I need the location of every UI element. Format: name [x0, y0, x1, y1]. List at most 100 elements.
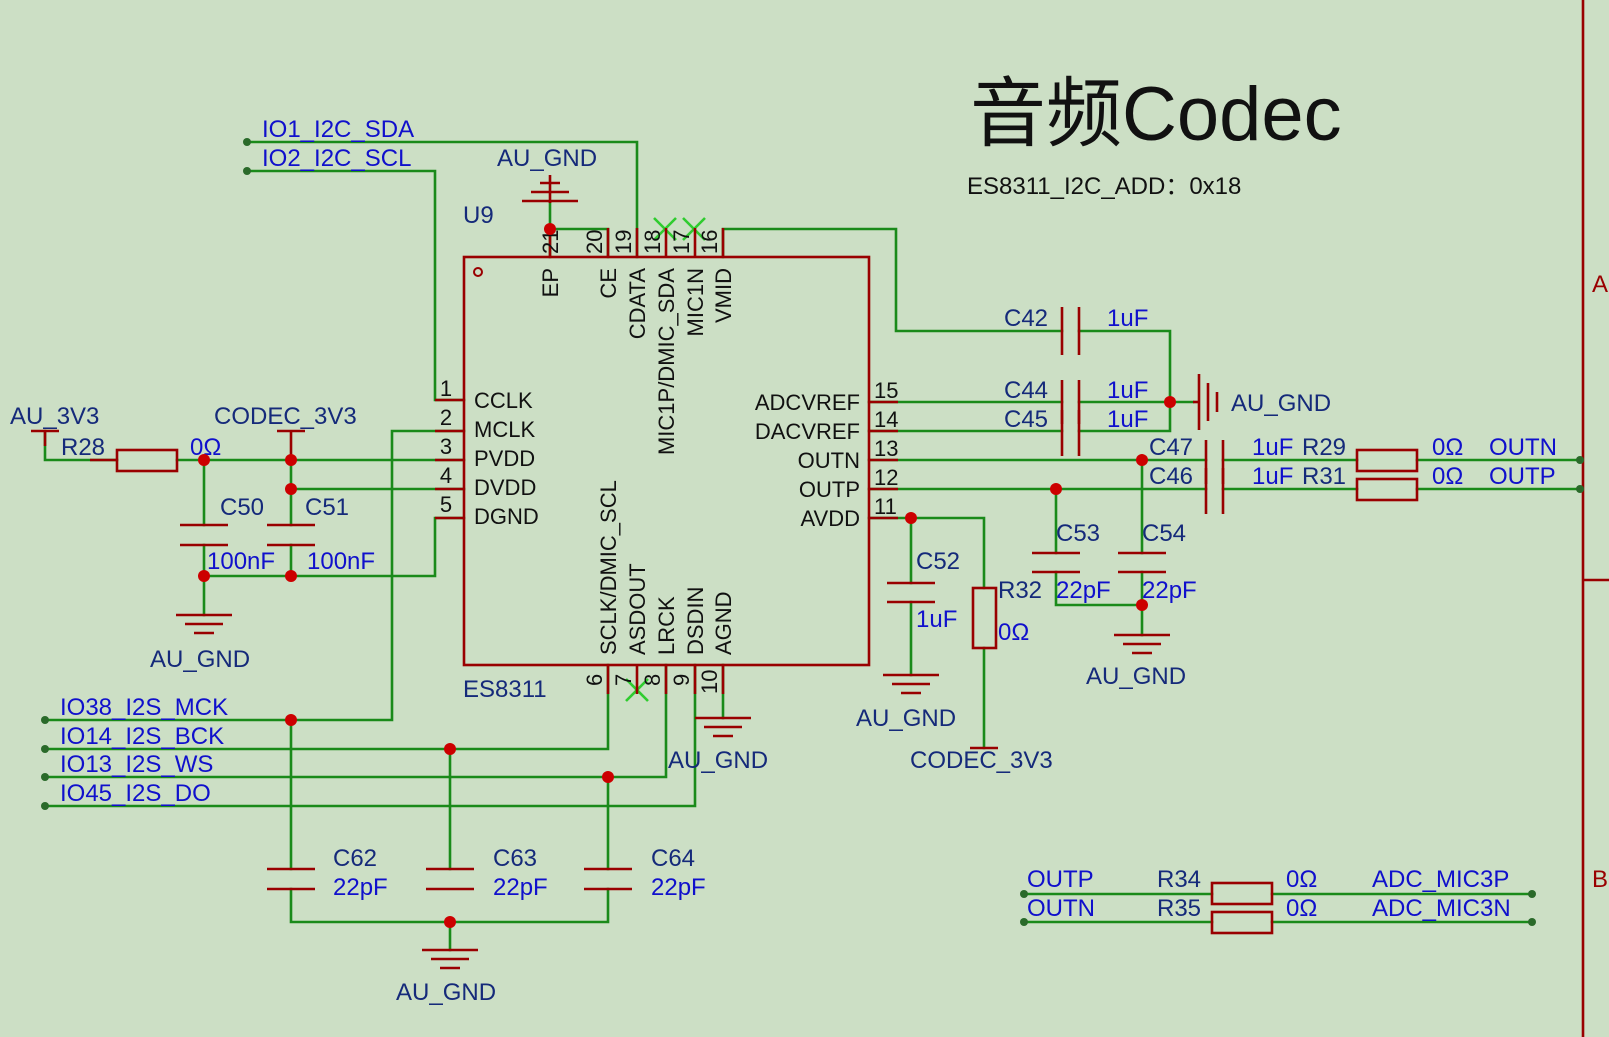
component-ref: C62 — [333, 845, 377, 872]
pin-number: 12 — [874, 465, 898, 490]
ground-label: AU_GND — [396, 979, 496, 1006]
resistor-r34[interactable]: R34 0Ω — [1157, 866, 1317, 906]
capacitor-c64[interactable]: C64 22pF — [584, 845, 706, 901]
power-flag-codec3v3-bottom: CODEC_3V3 — [910, 746, 1053, 774]
schematic-title: 音频Codec — [970, 72, 1342, 157]
net-label-do[interactable]: IO45_I2S_DO — [60, 780, 211, 807]
pin-number: 19 — [611, 230, 636, 254]
pin-number: 15 — [874, 378, 898, 403]
net-label-outp[interactable]: OUTP — [1489, 463, 1556, 490]
ground-symbol-bottom: AU_GND — [396, 948, 496, 1006]
net-labels: IO1_I2C_SDA IO2_I2C_SCL IO38_I2S_MCK IO1… — [60, 116, 1557, 922]
net-label-mck[interactable]: IO38_I2S_MCK — [60, 694, 228, 721]
ground-symbol-c53-c54: AU_GND — [1086, 633, 1186, 690]
resistor-r32[interactable]: R32 0Ω — [971, 577, 1042, 650]
pin-number: 10 — [697, 670, 722, 694]
zone-label-b: B — [1592, 866, 1608, 893]
net-label-outp-in[interactable]: OUTP — [1027, 866, 1094, 893]
pin-number: 20 — [582, 230, 607, 254]
pin-name: DVDD — [474, 475, 536, 500]
capacitor-c62[interactable]: C62 22pF — [267, 845, 388, 901]
capacitor-c52[interactable]: C52 1uF — [887, 548, 960, 633]
component-value: 22pF — [1056, 577, 1111, 604]
capacitor-c45[interactable]: C45 1uF — [1004, 406, 1148, 456]
pin-name: CCLK — [474, 388, 533, 413]
pin-name: DSDIN — [683, 587, 708, 655]
net-label-outn[interactable]: OUTN — [1489, 434, 1557, 461]
resistor-r35[interactable]: R35 0Ω — [1157, 895, 1317, 935]
component-ref: C46 — [1149, 463, 1193, 490]
component-value: 1uF — [1107, 406, 1148, 433]
component-ref: C47 — [1149, 434, 1193, 461]
component-ref: C50 — [220, 494, 264, 521]
wires — [43, 140, 1582, 952]
pin-name: OUTN — [798, 448, 860, 473]
capacitor-c51[interactable]: C51 100nF — [267, 494, 375, 575]
capacitor-c50[interactable]: C50 100nF — [180, 494, 275, 575]
zone-label-a: A — [1592, 271, 1608, 298]
pin-name: DGND — [474, 504, 539, 529]
pin-name: LRCK — [654, 596, 679, 655]
net-endpoints — [41, 138, 1584, 926]
ground-symbol-vref: AU_GND — [1193, 374, 1331, 430]
net-label-bck[interactable]: IO14_I2S_BCK — [60, 723, 224, 750]
pin-name: DACVREF — [755, 419, 860, 444]
net-label-ws[interactable]: IO13_I2S_WS — [60, 751, 213, 778]
pin-name: MCLK — [474, 417, 535, 442]
component-ref: R31 — [1302, 463, 1346, 490]
chip-ref: U9 — [463, 202, 494, 229]
capacitor-c63[interactable]: C63 22pF — [426, 845, 548, 901]
pin-name: MIC1P/DMIC_SDA — [654, 268, 679, 455]
component-value: 0Ω — [1286, 866, 1317, 893]
ground-label: AU_GND — [856, 705, 956, 732]
capacitor-c42[interactable]: C42 1uF — [1004, 305, 1148, 355]
component-value: 0Ω — [1286, 895, 1317, 922]
capacitor-c53[interactable]: C53 22pF — [1032, 520, 1111, 604]
pin-number: 6 — [582, 674, 607, 686]
capacitor-c46[interactable]: C46 1uF — [1149, 463, 1293, 514]
resistor-r31[interactable]: R31 0Ω — [1302, 463, 1463, 502]
net-label-au3v3: AU_3V3 — [10, 403, 99, 430]
ground-symbol-pin10: AU_GND — [668, 716, 768, 774]
ground-symbol-left: AU_GND — [150, 613, 250, 673]
codec-chip[interactable]: U9 ES8311 1 2 3 4 5 CCLK MCLK PVDD DVDD … — [435, 202, 898, 703]
pin-number: 11 — [874, 494, 897, 519]
pin-number: 17 — [669, 230, 694, 254]
component-ref: C54 — [1142, 520, 1186, 547]
component-value: 0Ω — [998, 619, 1029, 646]
chip-part: ES8311 — [463, 676, 547, 703]
component-ref: C45 — [1004, 406, 1048, 433]
net-label-scl[interactable]: IO2_I2C_SCL — [262, 145, 411, 172]
net-label-sda[interactable]: IO1_I2C_SDA — [262, 116, 414, 143]
pin-number: 5 — [440, 492, 452, 517]
resistor-r29[interactable]: R29 0Ω — [1302, 434, 1463, 473]
pin-number: 13 — [874, 436, 898, 461]
capacitor-c54[interactable]: C54 22pF — [1118, 520, 1197, 604]
component-value: 1uF — [1252, 463, 1293, 490]
net-label-outn-in[interactable]: OUTN — [1027, 895, 1095, 922]
component-ref: C53 — [1056, 520, 1100, 547]
pin-number: 18 — [640, 230, 665, 254]
component-ref: C63 — [493, 845, 537, 872]
ground-label: AU_GND — [150, 646, 250, 673]
pin-number: 8 — [640, 674, 665, 686]
net-label-mic3n[interactable]: ADC_MIC3N — [1372, 895, 1511, 922]
capacitor-c44[interactable]: C44 1uF — [1004, 377, 1148, 424]
net-label-mic3p[interactable]: ADC_MIC3P — [1372, 866, 1509, 893]
ground-symbol-c52: AU_GND — [856, 673, 956, 732]
pin-name: VMID — [711, 268, 736, 323]
power-flag-codec3v3-top: CODEC_3V3 — [214, 403, 357, 460]
component-ref: R35 — [1157, 895, 1201, 922]
pin-name: ASDOUT — [625, 563, 650, 655]
component-ref: C42 — [1004, 305, 1048, 332]
pin-number: 7 — [611, 674, 636, 686]
resistor-r28[interactable]: R28 0Ω — [61, 434, 221, 473]
pin-number: 16 — [697, 230, 722, 254]
pin-name: PVDD — [474, 446, 535, 471]
pin-name: AVDD — [801, 506, 861, 531]
sheet-border: A B — [1581, 0, 1609, 1037]
ground-label: AU_GND — [668, 747, 768, 774]
ground-label: AU_GND — [1086, 663, 1186, 690]
pin-name: EP — [538, 268, 563, 297]
